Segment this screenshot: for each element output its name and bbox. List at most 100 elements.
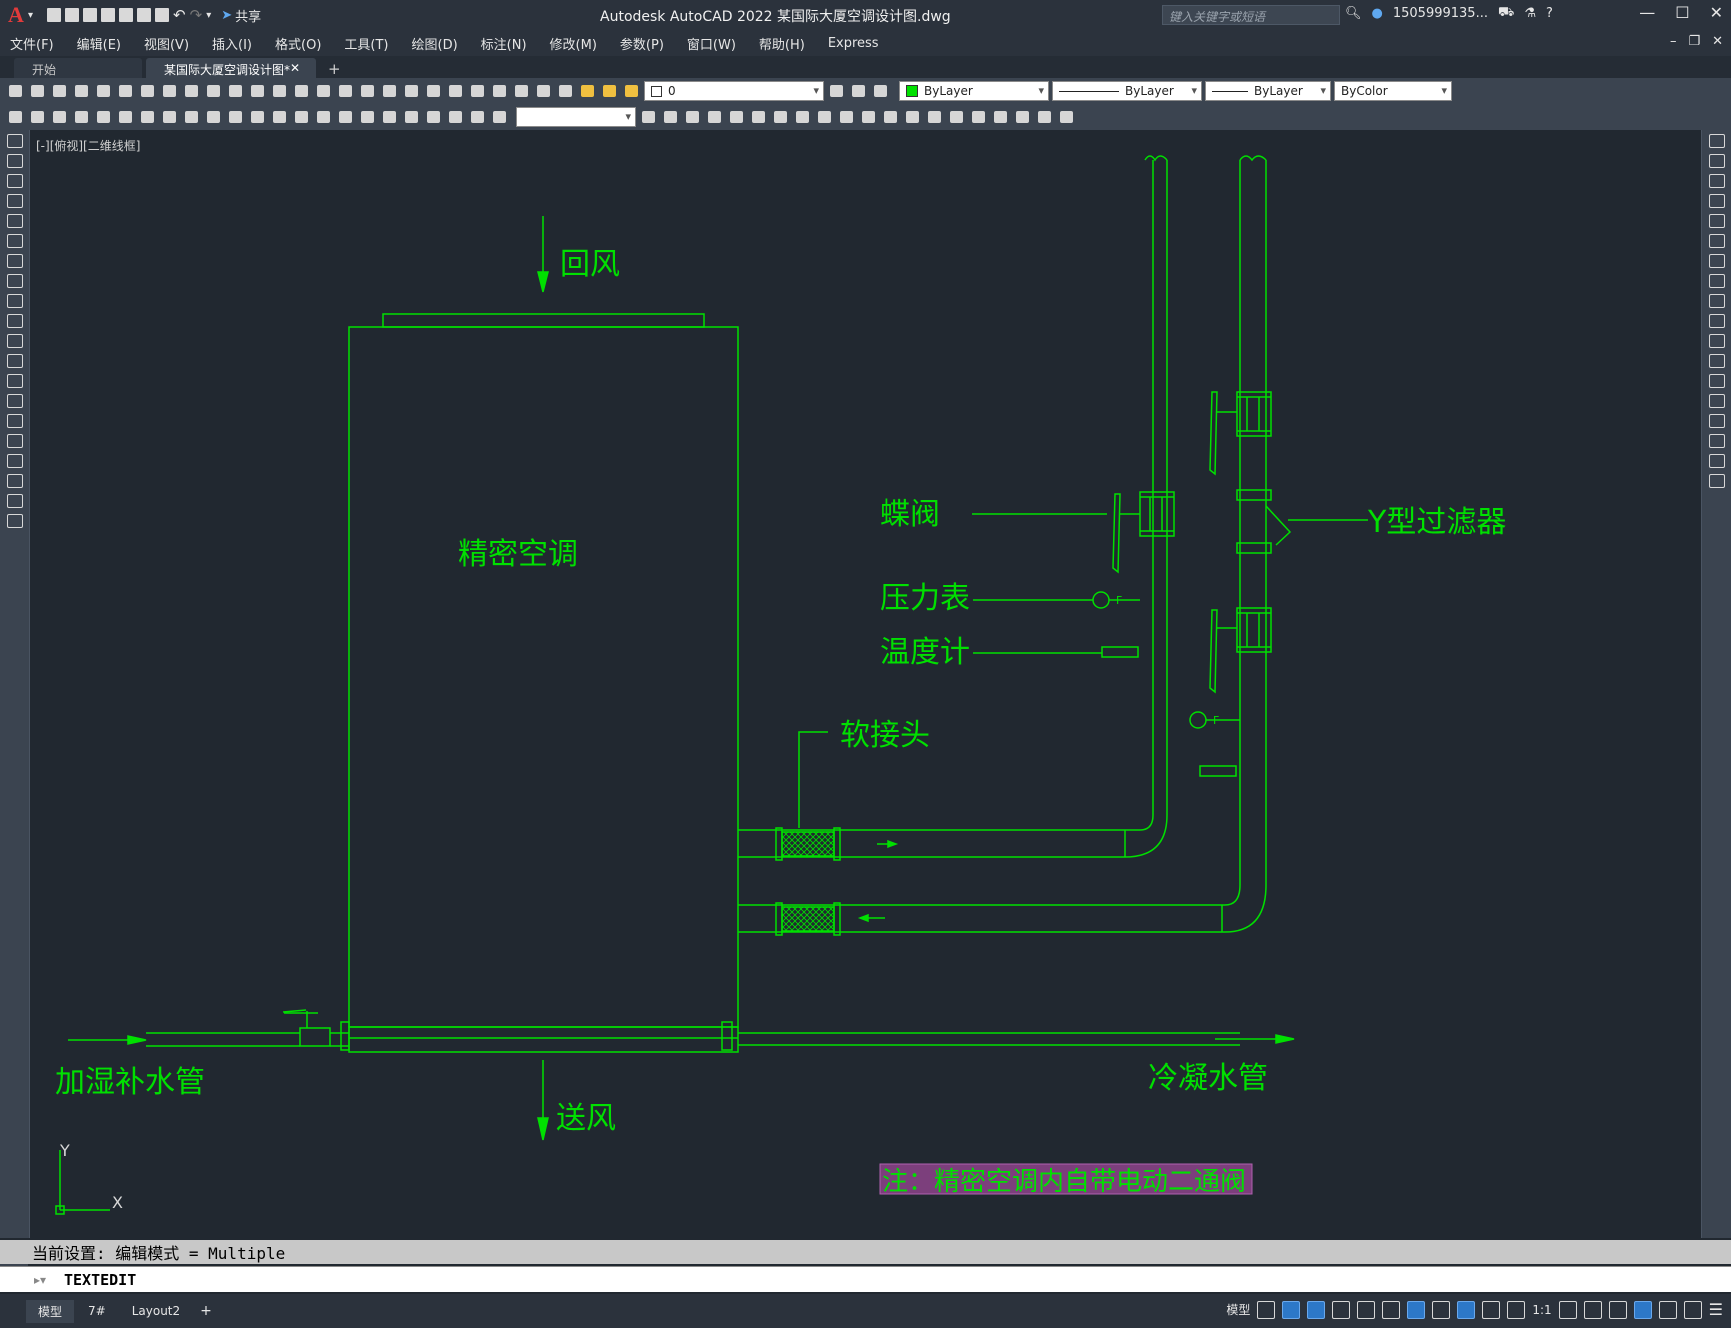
circle-icon[interactable] [6, 254, 23, 268]
jogged-linear-icon[interactable] [424, 108, 443, 127]
menu-modify[interactable]: 修改(M) [549, 37, 597, 53]
offset-icon[interactable] [1708, 194, 1725, 208]
maximize-icon[interactable]: ☐ [1675, 3, 1690, 22]
butterfly-valve-return-upper[interactable] [1209, 391, 1272, 476]
object-snap-tracking-icon[interactable] [1382, 1300, 1401, 1319]
grid-icon[interactable] [1257, 1300, 1276, 1319]
autodesk-app-icon[interactable]: ⚗ [1524, 6, 1536, 21]
open-file-icon[interactable] [65, 8, 80, 22]
y-strainer[interactable] [1236, 489, 1292, 554]
auto-scale-icon[interactable] [1482, 1300, 1501, 1319]
menu-window[interactable]: 窗口(W) [686, 37, 736, 53]
share-button[interactable]: ➤共享 [221, 7, 262, 25]
break-at-point-icon[interactable] [1708, 354, 1725, 368]
label-butterfly-valve[interactable]: 蝶阀 [880, 497, 940, 532]
baseline-dimension-icon[interactable] [270, 108, 289, 127]
customize-status-icon[interactable]: ☰ [1708, 1300, 1723, 1319]
doc-restore-icon[interactable]: ❐ [1688, 34, 1701, 49]
redo-icon[interactable]: ↷ [189, 6, 203, 24]
modify-tool-1-icon[interactable] [661, 108, 680, 127]
menu-file[interactable]: 文件(F) [10, 37, 54, 53]
save-web-icon[interactable] [137, 8, 152, 22]
label-return-air[interactable]: 回风 [560, 247, 620, 282]
annotation-scale-icon[interactable] [1507, 1300, 1526, 1319]
layout-tab-model[interactable]: 模型 [26, 1299, 75, 1323]
isodraft-icon[interactable] [1357, 1300, 1376, 1319]
pressure-gauge-supply[interactable]: F [1092, 591, 1140, 609]
menu-tools[interactable]: 工具(T) [344, 37, 389, 53]
layer-dropdown[interactable]: 0 [644, 81, 824, 101]
menu-parametric[interactable]: 参数(P) [619, 37, 664, 53]
scale-icon[interactable] [1708, 274, 1725, 288]
quick-dimension-icon[interactable] [248, 108, 267, 127]
label-condensate-pipe[interactable]: 冷凝水管 [1148, 1061, 1268, 1096]
revision-cloud-icon[interactable] [6, 274, 23, 288]
condensate-drain-pipe[interactable] [721, 1021, 1295, 1051]
polar-icon[interactable] [1332, 1300, 1351, 1319]
butterfly-valve-return-lower[interactable] [1209, 607, 1272, 694]
label-thermometer[interactable]: 温度计 [880, 635, 970, 670]
pressure-gauge-return[interactable]: F [1189, 711, 1240, 729]
modify-tool-15-icon[interactable] [969, 108, 988, 127]
modify-tool-6-icon[interactable] [771, 108, 790, 127]
tb-zoom-previous-icon[interactable] [380, 82, 399, 101]
modify-tool-7-icon[interactable] [793, 108, 812, 127]
label-y-strainer[interactable]: Y型过滤器 [1367, 505, 1506, 540]
menu-format[interactable]: 格式(O) [275, 37, 322, 53]
tb-sheet-set-icon[interactable] [468, 82, 487, 101]
undo-icon[interactable]: ↶ [173, 6, 186, 24]
autocad-logo-icon[interactable]: A [8, 2, 24, 27]
modify-tool-4-icon[interactable] [727, 108, 746, 127]
tb-save-icon[interactable] [50, 82, 69, 101]
modify-tool-13-icon[interactable] [925, 108, 944, 127]
tb-new-icon[interactable] [6, 82, 25, 101]
insert-block-icon[interactable] [6, 354, 23, 368]
tab-document[interactable]: 某国际大厦空调设计图* ✕ [146, 58, 316, 78]
layer-on-bulb-icon[interactable] [578, 82, 597, 101]
tb-publish-icon[interactable] [116, 82, 135, 101]
construction-line-icon[interactable] [6, 154, 23, 168]
new-tab-plus-icon[interactable]: + [328, 60, 341, 78]
thermometer-return[interactable] [1199, 765, 1237, 777]
copy-icon[interactable] [1708, 154, 1725, 168]
layer-lock-icon[interactable] [622, 82, 641, 101]
tb-paste-icon[interactable] [204, 82, 223, 101]
plotstyle-dropdown[interactable]: ByColor [1334, 81, 1452, 101]
erase-icon[interactable] [1708, 134, 1725, 148]
label-flexible-joint[interactable]: 软接头 [840, 718, 930, 753]
viewport-controls[interactable]: [-][俯视][二维线框] [36, 139, 141, 153]
layer-states-icon[interactable] [871, 82, 890, 101]
array-icon[interactable] [1708, 214, 1725, 228]
butterfly-valve-supply[interactable] [1112, 491, 1175, 574]
user-icon[interactable]: ● [1371, 6, 1383, 21]
blend-curves-icon[interactable] [1708, 454, 1725, 468]
gradient-icon[interactable] [6, 434, 23, 448]
customize-qa-icon[interactable]: ▾ [206, 9, 212, 21]
annotation-visibility-icon[interactable] [1457, 1300, 1476, 1319]
join-icon[interactable] [1708, 394, 1725, 408]
object-snap-icon[interactable] [1407, 1300, 1426, 1319]
modify-tool-17-icon[interactable] [1013, 108, 1032, 127]
help-search-input[interactable]: 键入关键字或短语 [1162, 5, 1340, 25]
layout-tab-7[interactable]: 7# [88, 1304, 106, 1318]
tolerance-icon[interactable] [358, 108, 377, 127]
line-icon[interactable] [6, 134, 23, 148]
clean-screen-icon[interactable] [1683, 1300, 1702, 1319]
command-input[interactable]: ▸▾ TEXTEDIT [0, 1266, 1731, 1292]
ordinate-dimension-icon[interactable] [138, 108, 157, 127]
drawing-canvas[interactable]: F [31, 131, 1699, 1238]
tb-pan-icon[interactable] [314, 82, 333, 101]
tb-match-icon[interactable] [226, 82, 245, 101]
break-icon[interactable] [1708, 374, 1725, 388]
chamfer-icon[interactable] [1708, 414, 1725, 428]
ellipse-arc-icon[interactable] [6, 334, 23, 348]
tb-zoom-window-icon[interactable] [358, 82, 377, 101]
polyline-icon[interactable] [6, 174, 23, 188]
tb-zoom-realtime-icon[interactable] [336, 82, 355, 101]
tb-calculator-icon[interactable] [512, 82, 531, 101]
label-pressure-gauge[interactable]: 压力表 [880, 581, 970, 616]
dimension-update-icon[interactable] [490, 108, 509, 127]
menu-help[interactable]: 帮助(H) [758, 37, 805, 53]
precision-ac-unit[interactable] [348, 313, 739, 1053]
modify-tool-5-icon[interactable] [749, 108, 768, 127]
